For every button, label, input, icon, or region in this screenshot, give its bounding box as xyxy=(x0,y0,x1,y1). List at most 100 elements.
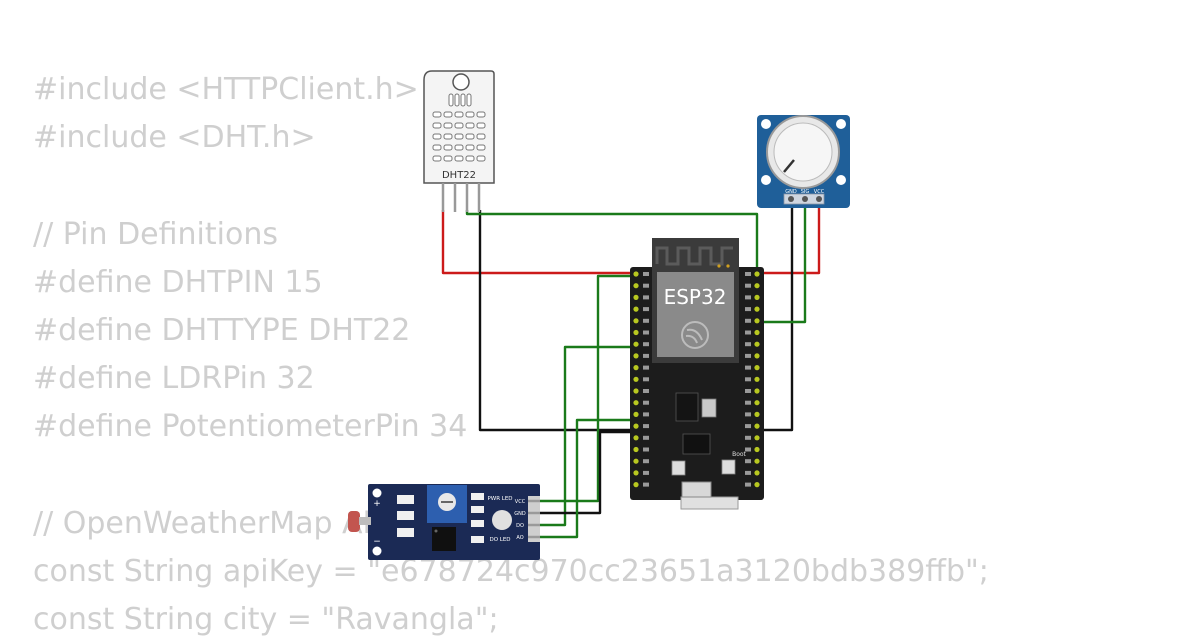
ldr-chip-dot xyxy=(434,529,438,533)
esp32-devkit[interactable]: ESP32 Boot xyxy=(630,238,764,510)
dht22-vent-slot xyxy=(432,111,442,118)
esp32-pin-left[interactable] xyxy=(633,411,639,417)
esp32-boot-label: Boot xyxy=(732,451,746,458)
esp32-pin-label-mark xyxy=(643,307,649,312)
esp32-pin-left[interactable] xyxy=(633,470,639,476)
dht22-vent-slot xyxy=(466,93,472,107)
esp32-pin-label-mark xyxy=(745,365,751,370)
ldr-sensor-module[interactable]: + − PWR LED DO LED VCC GND DO AO xyxy=(348,484,540,560)
dht22-vent-slot xyxy=(443,144,453,151)
code-line: #define LDRPin 32 xyxy=(33,361,315,397)
esp32-en-button[interactable] xyxy=(671,460,686,476)
esp32-boot-button[interactable] xyxy=(721,459,736,475)
esp32-pin-right[interactable] xyxy=(754,294,760,300)
esp32-pin-label-mark xyxy=(745,307,751,312)
esp32-button-en[interactable] xyxy=(701,398,717,418)
esp32-pin-left[interactable] xyxy=(633,458,639,464)
esp32-pin-left[interactable] xyxy=(633,341,639,347)
esp32-pin-label-mark xyxy=(745,482,751,487)
ldr-resistor xyxy=(397,511,414,520)
esp32-pin-label-mark xyxy=(643,283,649,288)
esp32-pin-label-mark xyxy=(745,272,751,276)
esp32-pin-right[interactable] xyxy=(754,458,760,464)
esp32-pin-label-mark xyxy=(643,482,649,487)
esp32-pin-left[interactable] xyxy=(633,482,639,488)
dht22-vent-slot xyxy=(432,155,442,162)
code-line: #define PotentiometerPin 34 xyxy=(33,409,468,445)
esp32-pin-right[interactable] xyxy=(754,446,760,453)
esp32-pin-left[interactable] xyxy=(633,400,639,406)
potentiometer-module[interactable]: GND SIG VCC xyxy=(757,115,850,208)
pot-mount-hole xyxy=(761,119,771,129)
esp32-pin-right[interactable] xyxy=(754,329,760,336)
esp32-pin-left[interactable] xyxy=(633,376,639,382)
code-line: const String apiKey = "e678724c970cc2365… xyxy=(33,553,989,589)
ldr-mount-hole xyxy=(372,546,382,556)
esp32-pin-right[interactable] xyxy=(754,318,760,324)
ldr-photoresistor-icon xyxy=(348,511,360,532)
dht22-vent-slot xyxy=(476,122,486,129)
esp32-antenna-trace xyxy=(655,246,733,266)
esp32-pin-label-mark xyxy=(745,459,751,464)
pot-pin-gnd[interactable] xyxy=(788,196,794,202)
code-line: // Pin Definitions xyxy=(33,216,278,252)
esp32-pin-right[interactable] xyxy=(754,306,760,312)
pot-mount-hole xyxy=(761,175,771,185)
esp32-pin-right[interactable] xyxy=(754,482,760,488)
dht22-mount-hole xyxy=(452,73,470,91)
esp32-regulator xyxy=(675,392,699,422)
esp32-pin-left[interactable] xyxy=(633,388,639,394)
dht22-sensor[interactable]: DHT22 xyxy=(423,70,495,212)
pot-pin-sig[interactable] xyxy=(802,196,808,202)
esp32-pin-right[interactable] xyxy=(754,388,760,394)
pot-knob-indicator xyxy=(783,159,795,173)
esp32-pin-left[interactable] xyxy=(633,329,639,336)
ldr-led xyxy=(492,510,512,530)
espressif-logo-icon xyxy=(681,321,709,349)
esp32-pin-right[interactable] xyxy=(754,353,760,359)
ldr-pin-label-do: DO xyxy=(516,523,524,529)
esp32-pin-right[interactable] xyxy=(754,435,760,441)
esp32-pin-right[interactable] xyxy=(754,283,760,289)
esp32-pin-right[interactable] xyxy=(754,365,760,371)
dht22-vent-slot xyxy=(443,133,453,140)
esp32-pin-left[interactable] xyxy=(633,318,639,324)
esp32-pin-right[interactable] xyxy=(754,341,760,347)
esp32-pin-label-mark xyxy=(745,283,751,288)
esp32-pin-left[interactable] xyxy=(633,423,639,429)
esp32-pin-right[interactable] xyxy=(754,400,760,406)
wire-red-dht-vcc[interactable] xyxy=(441,200,821,275)
pot-mount-hole xyxy=(836,175,846,185)
ldr-resistor xyxy=(397,495,414,504)
dht22-vent-slot xyxy=(465,111,475,118)
esp32-pin-label-mark xyxy=(745,400,751,405)
dht22-vent-slot xyxy=(465,133,475,140)
esp32-pin-right[interactable] xyxy=(754,411,760,417)
esp32-pin-left[interactable] xyxy=(633,271,639,277)
esp32-pin-left[interactable] xyxy=(633,365,639,371)
esp32-micro-usb-port[interactable] xyxy=(681,481,712,498)
esp32-pin-left[interactable] xyxy=(633,306,639,312)
esp32-pin-left[interactable] xyxy=(633,294,639,300)
ldr-mount-hole xyxy=(372,488,382,498)
pot-pin-vcc[interactable] xyxy=(816,196,822,202)
esp32-pin-right[interactable] xyxy=(754,271,760,277)
esp32-pin-right[interactable] xyxy=(754,376,760,382)
esp32-pin-left[interactable] xyxy=(633,435,639,441)
pot-knob[interactable] xyxy=(773,122,833,182)
esp32-pin-label-mark xyxy=(643,459,649,464)
wire-green-ldr-do[interactable] xyxy=(528,345,638,527)
esp32-usb-uart-chip xyxy=(682,433,711,455)
ldr-pin-label-ao: AO xyxy=(516,535,523,541)
esp32-pin-left[interactable] xyxy=(633,283,639,289)
pot-pin-label-vcc: VCC xyxy=(814,189,825,195)
pot-pin-label-gnd: GND xyxy=(785,189,797,195)
esp32-pin-right[interactable] xyxy=(754,423,760,429)
esp32-module-led xyxy=(726,264,730,268)
ldr-plus-label: + xyxy=(373,499,381,509)
esp32-pin-label-mark xyxy=(643,342,649,347)
esp32-pin-left[interactable] xyxy=(633,353,639,359)
esp32-pin-left[interactable] xyxy=(633,446,639,453)
esp32-pin-right[interactable] xyxy=(754,470,760,476)
dht22-vent-slot xyxy=(454,93,460,107)
